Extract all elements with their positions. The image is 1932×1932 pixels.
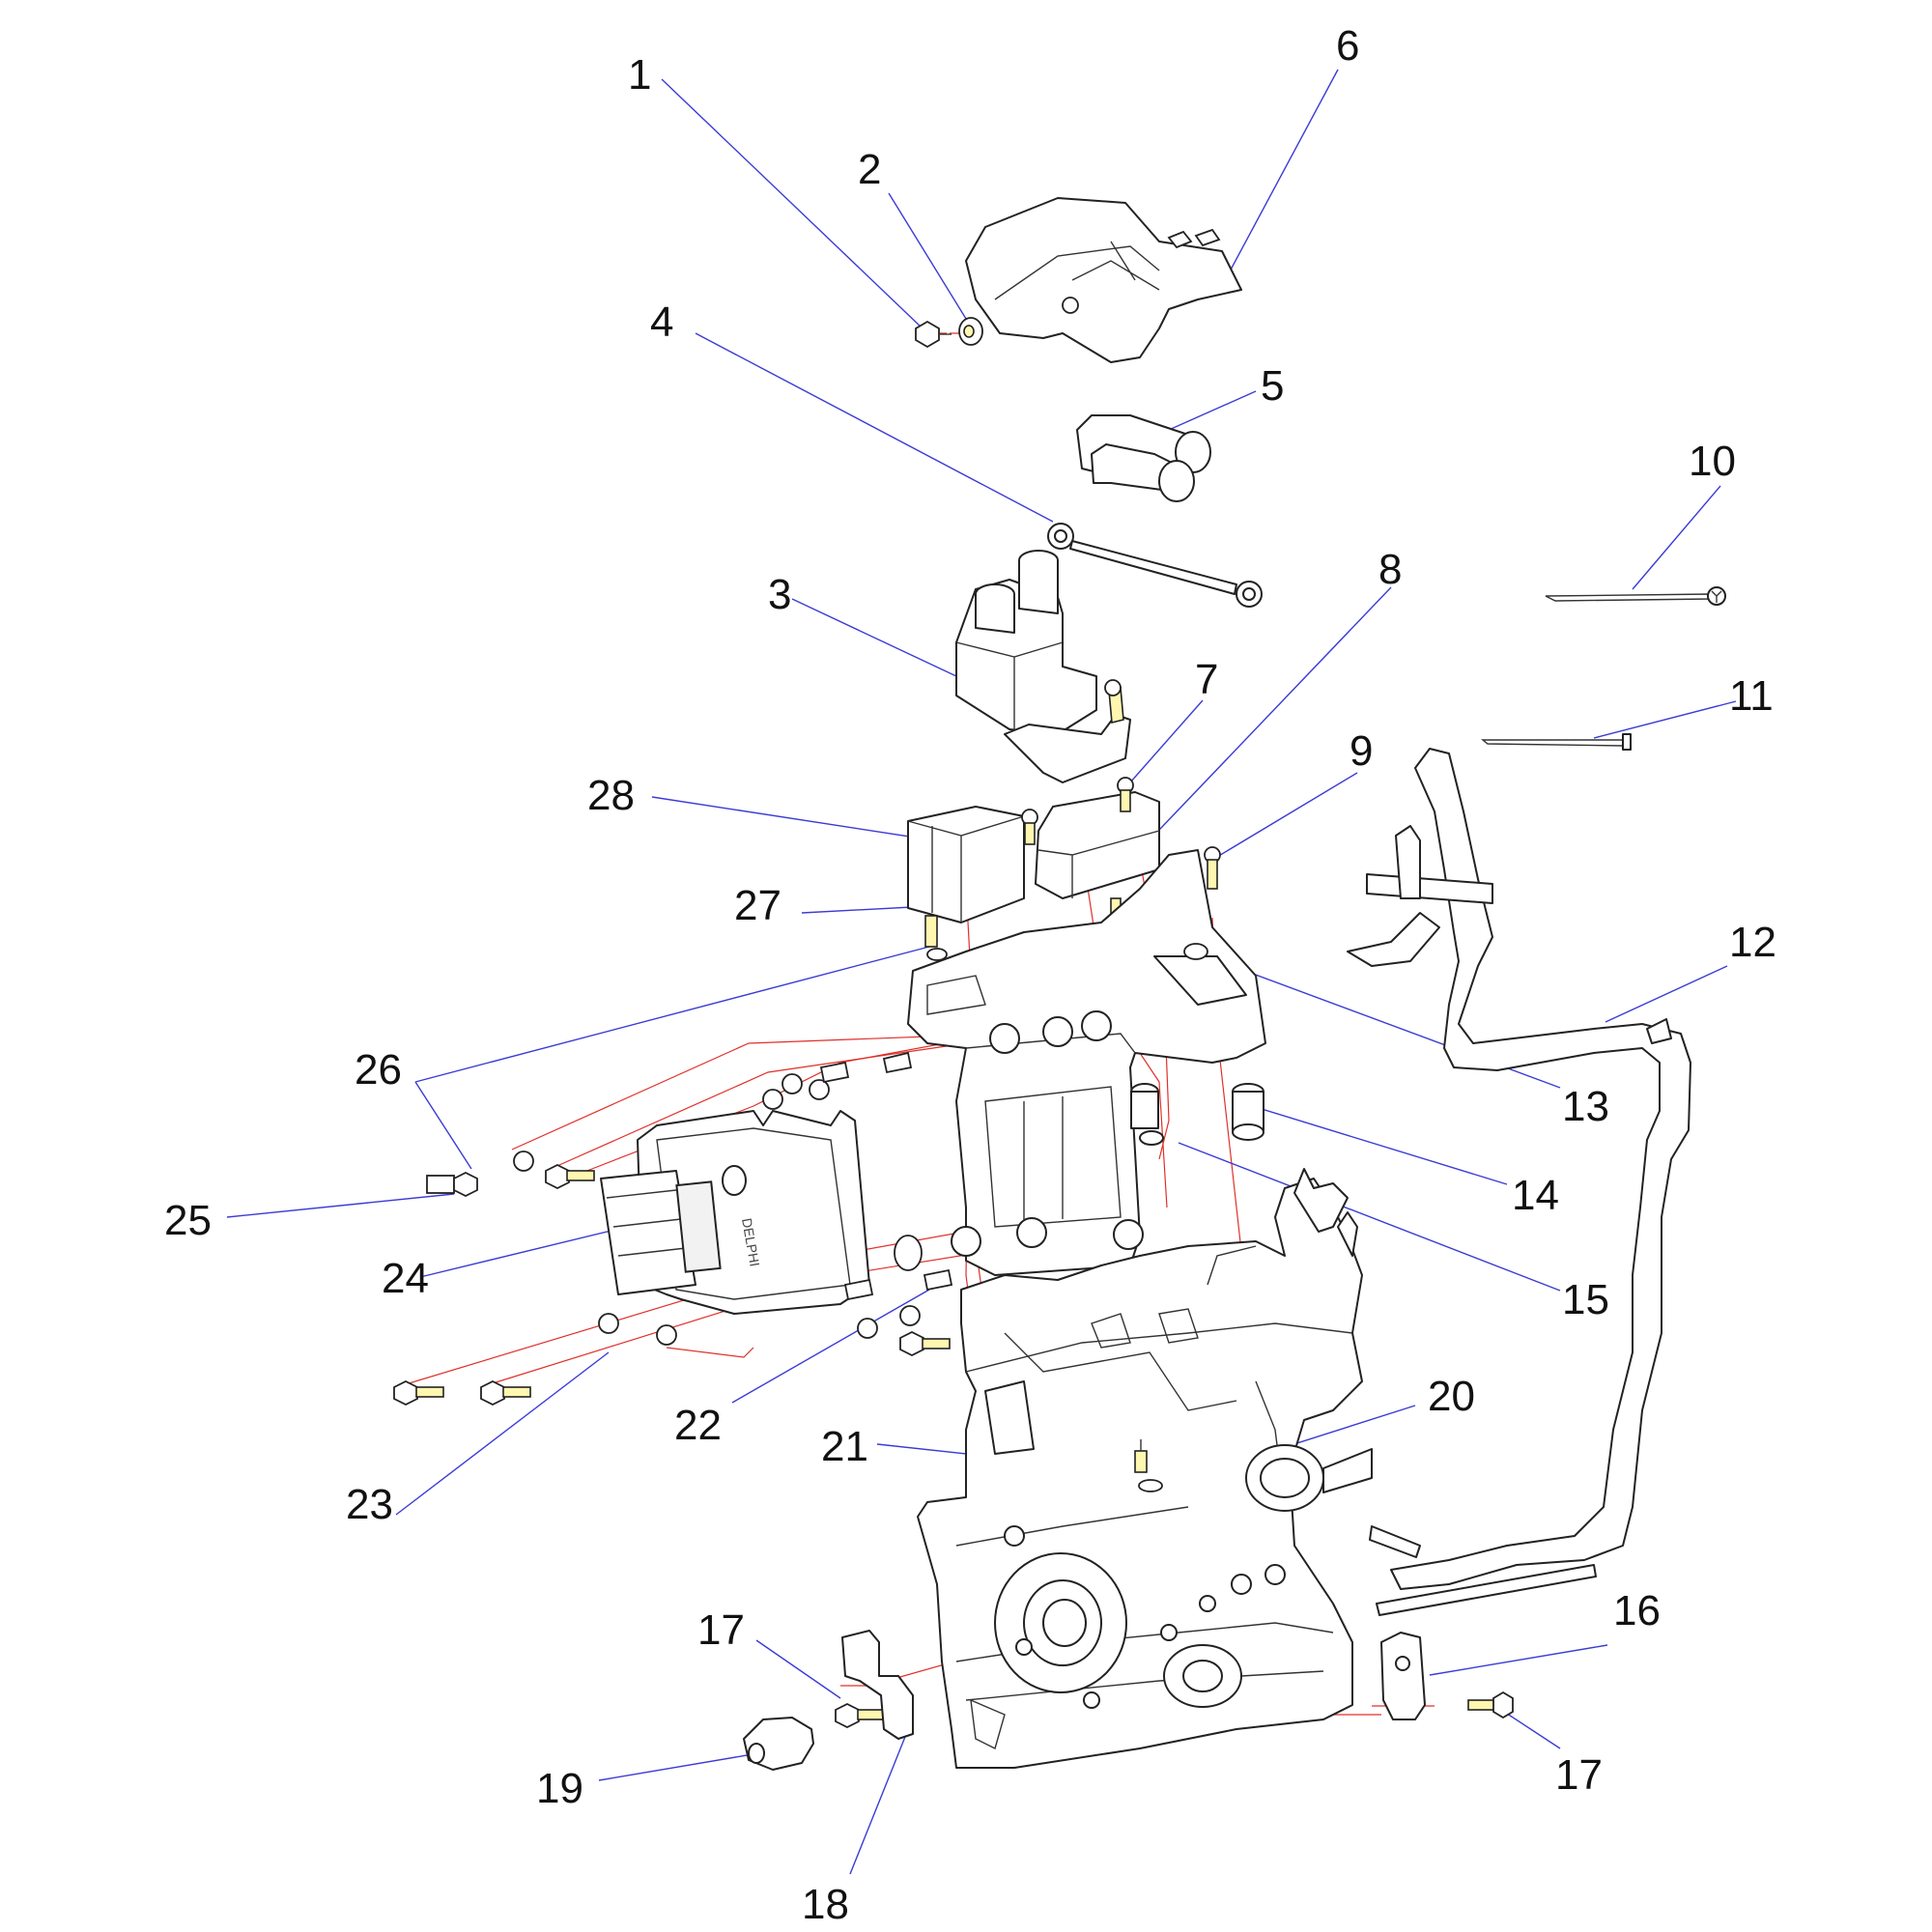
callout-10: 10 <box>1689 438 1736 485</box>
link-rod-part-4 <box>1047 523 1263 608</box>
bolt-part-9 <box>1204 846 1221 890</box>
bolt-part-17-left <box>835 1702 884 1729</box>
rod-part-11 <box>1481 733 1632 751</box>
callout-17a: 17 <box>697 1606 745 1654</box>
callout-4: 4 <box>650 298 673 346</box>
bracket-under-3 <box>1004 679 1131 783</box>
callout-26: 26 <box>355 1046 402 1094</box>
crankcase-housing <box>917 1168 1373 1769</box>
callout-12: 12 <box>1729 919 1776 966</box>
grommet-part-13 <box>1183 943 1208 960</box>
module-part-8 <box>1035 791 1160 899</box>
callout-25: 25 <box>164 1197 212 1244</box>
callout-5: 5 <box>1261 362 1284 410</box>
callout-2: 2 <box>858 146 881 193</box>
stud-part-27 <box>924 915 938 948</box>
sensor-cap-part-19 <box>743 1717 814 1771</box>
callout-24: 24 <box>382 1255 429 1302</box>
callout-19: 19 <box>536 1765 583 1812</box>
callout-numbers: 1 2 3 4 5 6 7 8 9 10 11 12 13 14 15 16 1… <box>164 22 1776 1928</box>
bolt-part-17-right <box>1467 1690 1514 1719</box>
sensor-part-21 <box>1134 1439 1148 1473</box>
grommet-part-14 <box>1232 1083 1264 1141</box>
callout-20: 20 <box>1428 1373 1475 1420</box>
callout-16: 16 <box>1613 1587 1661 1634</box>
callout-21: 21 <box>821 1423 868 1470</box>
callout-27: 27 <box>734 882 781 929</box>
washer-part-26 <box>926 948 948 961</box>
bolt-part-1 <box>915 320 952 349</box>
callout-15: 15 <box>1562 1276 1609 1323</box>
pin-part-10 <box>1545 586 1726 606</box>
grommet-part-15 <box>1130 1083 1164 1146</box>
callout-3: 3 <box>768 571 791 618</box>
callout-8: 8 <box>1378 546 1402 593</box>
washer-part-20 <box>1138 1479 1163 1492</box>
bracket-part-16 <box>1380 1632 1426 1720</box>
callout-18: 18 <box>802 1881 849 1928</box>
ecu-part-24: DELPHI <box>600 1110 870 1315</box>
callout-7: 7 <box>1195 656 1218 703</box>
callout-23: 23 <box>346 1481 393 1528</box>
callout-17b: 17 <box>1555 1751 1603 1799</box>
callout-6: 6 <box>1336 22 1359 70</box>
cover-part-6 <box>965 197 1242 363</box>
module-part-3 <box>955 550 1097 735</box>
bracket-part-18 <box>841 1630 914 1740</box>
elbow-pipes-part-5 <box>1076 414 1211 502</box>
callout-1: 1 <box>628 51 651 99</box>
callout-13: 13 <box>1562 1083 1609 1130</box>
relay-block-part-28 <box>907 806 1025 923</box>
callout-9: 9 <box>1350 727 1373 775</box>
callout-14: 14 <box>1512 1172 1559 1219</box>
harness-part-12 <box>1347 748 1691 1616</box>
frame-bracket <box>907 849 1266 1276</box>
grommet-part-2 <box>958 317 983 346</box>
callout-28: 28 <box>587 772 635 819</box>
callout-11: 11 <box>1729 672 1774 720</box>
callout-22: 22 <box>674 1402 722 1449</box>
